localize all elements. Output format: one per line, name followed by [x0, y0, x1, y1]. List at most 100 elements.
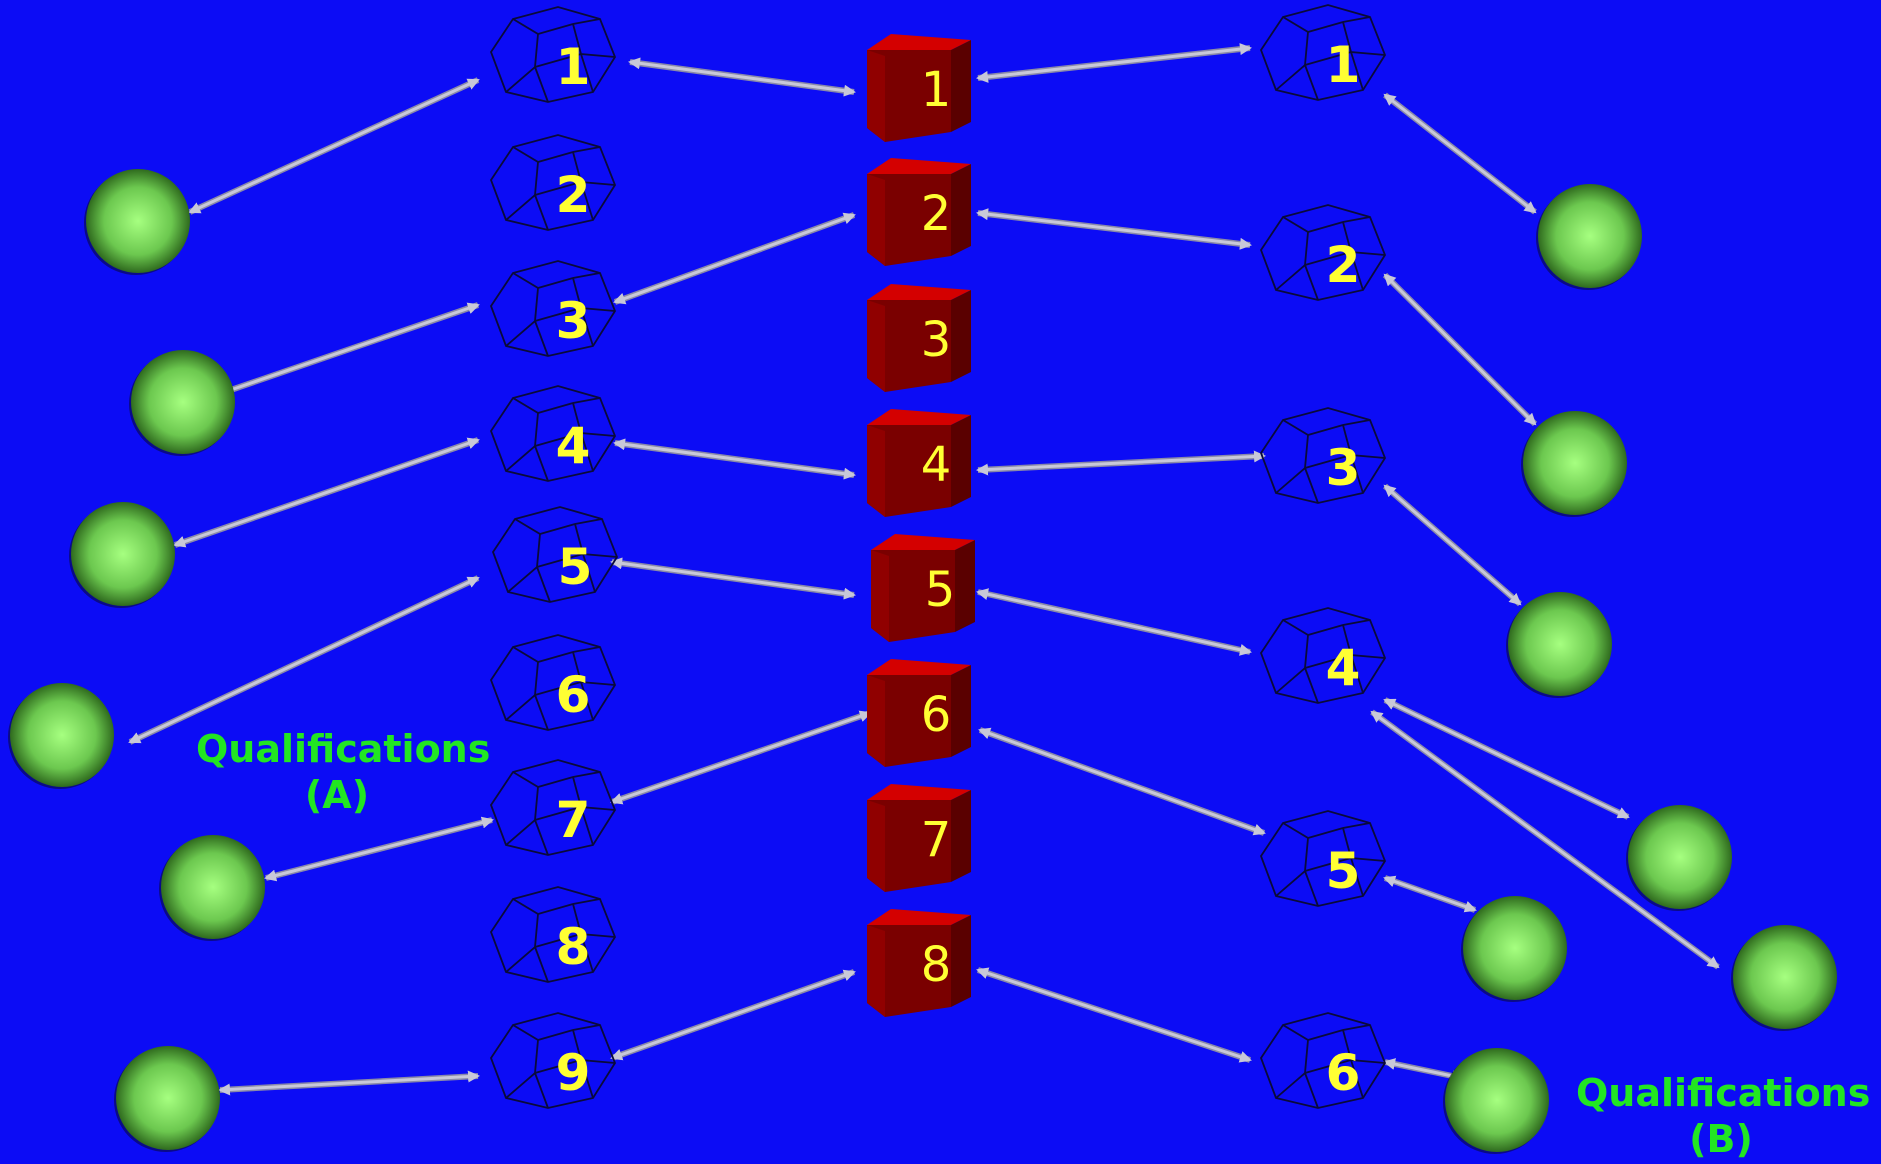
unit-number: 9: [556, 1044, 591, 1102]
right-unit-3: 3: [1259, 407, 1387, 504]
connector-arrow: [264, 816, 494, 882]
cube-number: 5: [925, 562, 956, 618]
center-cube-4: 4: [867, 409, 971, 517]
connector-arrow: [1383, 92, 1537, 215]
left-unit-3: 3: [489, 260, 617, 357]
center-cube-1: 1: [867, 34, 971, 142]
cube-number: 4: [921, 437, 952, 493]
qualification-sphere: [1536, 184, 1642, 290]
connector-arrow: [976, 450, 1266, 476]
connector-arrow: [978, 727, 1266, 836]
center-cubes-layer: 1 2 3 4 5 6 7 8: [867, 34, 975, 1017]
qualification-sphere: [84, 169, 190, 275]
connector-arrow: [976, 43, 1252, 83]
unit-number: 4: [1326, 639, 1361, 697]
right-unit-4: 4: [1259, 607, 1387, 704]
connector-arrow: [610, 969, 856, 1061]
unit-number: 7: [556, 791, 591, 849]
wireframe-unit-shape: [489, 634, 617, 731]
right-units-layer: 1 2 3 4 5 6: [1259, 4, 1387, 1109]
qualification-sphere: [1461, 896, 1567, 1002]
left-unit-4: 4: [489, 385, 617, 482]
unit-number: 3: [1326, 439, 1361, 497]
qualification-sphere: [1521, 411, 1627, 517]
cube-number: 7: [921, 812, 952, 868]
wireframe-unit-shape: [1259, 1012, 1387, 1109]
qualifications-b-label: Qualifications (B): [1576, 1070, 1871, 1162]
left-unit-5: 5: [491, 506, 619, 603]
connector-arrow: [1382, 272, 1538, 427]
unit-number: 5: [1326, 842, 1361, 900]
connector-arrow: [1383, 875, 1477, 913]
qualifications-b-line2: (B): [1689, 1117, 1753, 1161]
wireframe-unit-shape: [1259, 810, 1387, 907]
unit-number: 2: [1326, 236, 1361, 294]
qualification-sphere: [1626, 805, 1732, 911]
qualification-sphere: [159, 835, 265, 941]
connector-arrow: [976, 208, 1252, 250]
unit-number: 1: [556, 38, 591, 96]
qualification-sphere: [129, 350, 235, 456]
wireframe-unit-shape: [489, 886, 617, 983]
unit-number: 1: [1326, 36, 1361, 94]
center-cube-8: 8: [867, 909, 971, 1017]
qualification-sphere: [8, 683, 114, 789]
qualification-sphere: [1506, 592, 1612, 698]
connector-arrow: [1383, 697, 1630, 820]
connector-arrow: [1370, 709, 1720, 970]
right-unit-2: 2: [1259, 204, 1387, 301]
wireframe-unit-shape: [489, 6, 617, 103]
unit-number: 8: [556, 918, 591, 976]
cube-number: 1: [921, 62, 952, 118]
left-unit-9: 9: [489, 1012, 617, 1109]
arrows-layer: [128, 43, 1720, 1096]
wireframe-unit-shape: [489, 385, 617, 482]
unit-number: 4: [556, 417, 591, 475]
right-unit-5: 5: [1259, 810, 1387, 907]
unit-number: 6: [556, 666, 591, 724]
connector-arrow: [610, 557, 856, 600]
left-unit-8: 8: [489, 886, 617, 983]
wireframe-unit-shape: [1259, 407, 1387, 504]
cube-number: 6: [921, 687, 952, 743]
left-units-layer: 1 2 3 4 5 6 7 8 9: [489, 6, 619, 1109]
wireframe-unit-shape: [491, 506, 619, 603]
center-cube-6: 6: [867, 659, 971, 767]
connector-arrow: [976, 967, 1252, 1063]
connector-arrow: [188, 77, 480, 215]
left-unit-7: 7: [489, 759, 617, 856]
cube-number: 2: [921, 186, 952, 242]
center-cube-2: 2: [867, 158, 971, 266]
connector-arrow: [218, 1070, 480, 1096]
left-unit-1: 1: [489, 6, 617, 103]
right-unit-1: 1: [1259, 4, 1387, 101]
cube-number: 8: [921, 937, 952, 993]
wireframe-unit-shape: [489, 134, 617, 231]
wireframe-unit-shape: [489, 1012, 617, 1109]
qualifications-a-line2: (A): [304, 773, 370, 817]
unit-number: 6: [1326, 1044, 1361, 1102]
qualification-sphere: [1731, 925, 1837, 1031]
cube-number: 3: [921, 312, 952, 368]
connector-arrow: [628, 57, 856, 97]
connector-arrow: [128, 575, 480, 745]
connector-arrow: [613, 212, 856, 305]
unit-number: 2: [556, 166, 591, 224]
wireframe-unit-shape: [1259, 204, 1387, 301]
left-unit-2: 2: [489, 134, 617, 231]
center-cube-7: 7: [867, 784, 971, 892]
qualifications-a-label: Qualifications (A): [196, 726, 491, 818]
center-cube-5: 5: [871, 534, 975, 642]
left-unit-6: 6: [489, 634, 617, 731]
wireframe-unit-shape: [489, 759, 617, 856]
qualifications-b-line1: Qualifications: [1576, 1071, 1871, 1115]
connector-arrow: [1383, 483, 1522, 607]
connector-arrow: [220, 302, 480, 396]
qualifications-a-line1: Qualifications: [196, 727, 491, 771]
qualification-sphere: [1443, 1048, 1549, 1154]
unit-number: 3: [556, 292, 591, 350]
wireframe-unit-shape: [1259, 4, 1387, 101]
connector-arrow: [610, 710, 872, 805]
